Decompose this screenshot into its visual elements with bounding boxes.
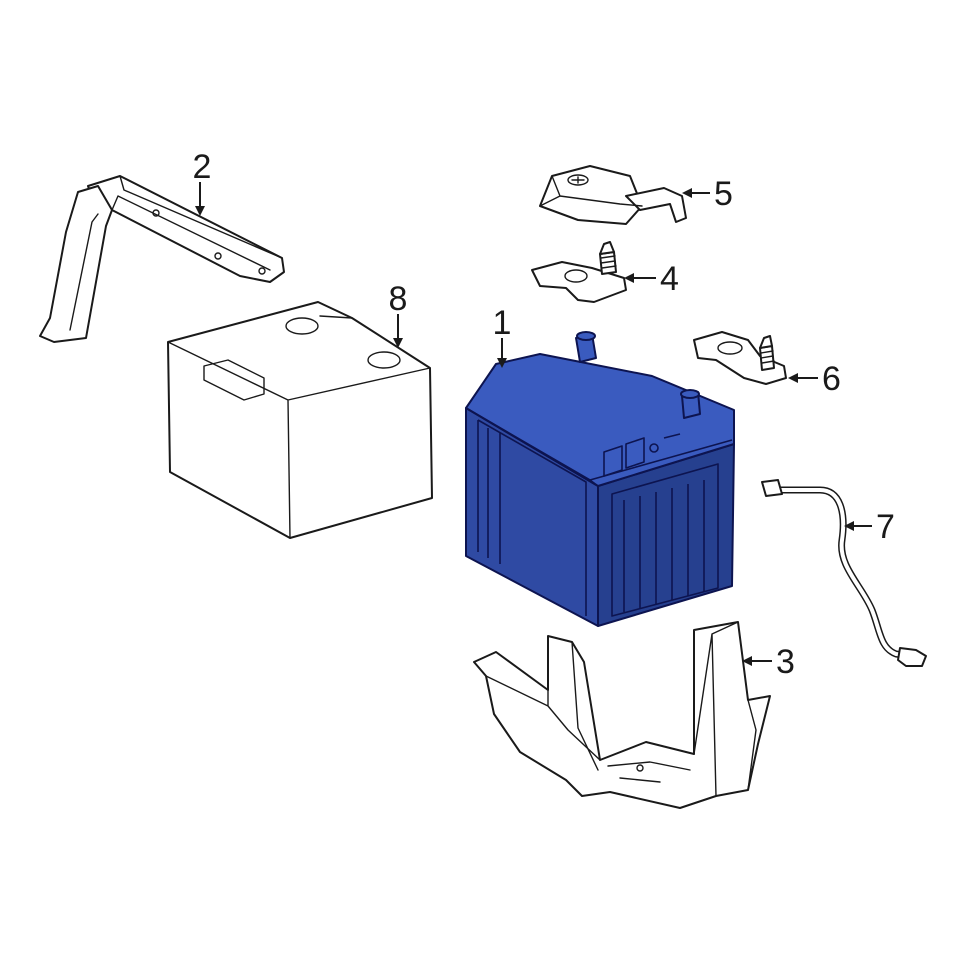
callout-3: 3 (776, 643, 795, 681)
callout-7: 7 (876, 508, 895, 546)
callout-8: 8 (389, 280, 408, 318)
terminal-cover-part[interactable] (539, 165, 687, 225)
battery-part[interactable] (465, 331, 735, 627)
callout-5: 5 (714, 175, 733, 213)
callout-1: 1 (493, 304, 512, 342)
battery-tray-part[interactable] (473, 621, 771, 809)
positive-terminal-part[interactable] (693, 331, 787, 385)
hold-down-bracket-part[interactable] (39, 175, 285, 343)
callout-leaders (195, 182, 872, 666)
callout-2: 2 (193, 148, 212, 186)
callout-labels: 1 2 3 4 5 6 7 8 (193, 148, 895, 681)
battery-outline-part[interactable] (167, 301, 433, 539)
callout-4: 4 (660, 260, 679, 298)
ground-cable-part[interactable] (761, 479, 927, 667)
negative-terminal-part[interactable] (531, 241, 627, 303)
callout-6: 6 (822, 360, 841, 398)
